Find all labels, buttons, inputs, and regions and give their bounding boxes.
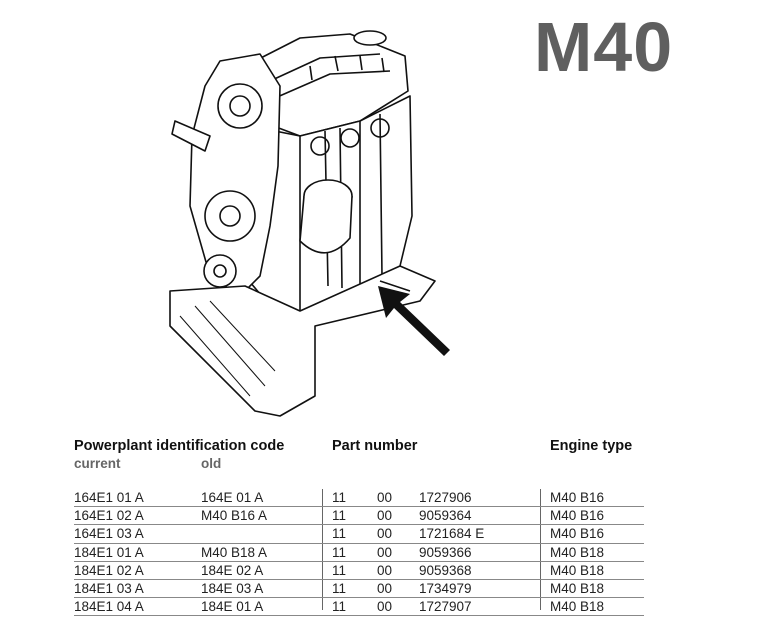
cell-part-sub: 00 — [377, 599, 393, 615]
subheader-current: current — [74, 456, 121, 471]
cell-part-sub: 00 — [377, 526, 393, 542]
cell-engine: M40 B16 — [550, 526, 605, 542]
cell-part-number: 1727906 — [419, 490, 472, 505]
cell-engine: M40 B18 — [550, 580, 605, 596]
page-title: M40 — [534, 8, 674, 86]
header-engine-type: Engine type — [550, 438, 633, 454]
cell-current: 164E1 02 A — [74, 508, 144, 524]
table-row: 184E1 02 A 184E 02 A 11 00 9059368 M40 B… — [74, 562, 644, 580]
engine-illustration — [169, 30, 436, 417]
cell-part-group: 11 — [332, 526, 347, 542]
header-powerplant: Powerplant identification code — [74, 438, 285, 454]
table-row: 164E1 02 A M40 B16 A 11 00 9059364 M40 B… — [74, 507, 644, 526]
cell-part-sub: 00 — [377, 562, 393, 578]
cell-old: 184E 01 A — [201, 599, 264, 615]
cell-part-sub: 00 — [377, 490, 393, 505]
cell-current: 184E1 04 A — [74, 599, 144, 615]
cell-old: 184E 02 A — [201, 562, 264, 578]
cell-current: 184E1 01 A — [74, 544, 144, 560]
cell-old: 184E 03 A — [201, 580, 264, 596]
cell-engine: M40 B18 — [550, 599, 605, 615]
table-row: 164E1 01 A 164E 01 A 11 00 1727906 M40 B… — [74, 489, 644, 508]
cell-part-sub: 00 — [377, 508, 393, 524]
cell-engine: M40 B16 — [550, 490, 605, 505]
cell-old: M40 B18 A — [201, 544, 268, 560]
cell-part-number: 1727907 — [419, 599, 472, 615]
subheader-old: old — [201, 456, 222, 471]
cell-current: 184E1 02 A — [74, 562, 144, 578]
cell-part-number: 1721684 E — [419, 526, 485, 542]
cell-part-group: 11 — [332, 544, 347, 560]
cell-part-sub: 00 — [377, 580, 393, 596]
table-row: 184E1 04 A 184E 01 A 11 00 1727907 M40 B… — [74, 598, 644, 617]
table-row: 164E1 03 A 11 00 1721684 E M40 B16 — [74, 525, 644, 544]
cell-old: M40 B16 A — [201, 508, 268, 524]
cell-current: 184E1 03 A — [74, 580, 144, 596]
cell-part-group: 11 — [332, 508, 347, 524]
cell-part-group: 11 — [332, 599, 347, 615]
arrow-icon — [378, 286, 450, 356]
identification-table: 164E1 01 A 164E 01 A 11 00 1727906 M40 B… — [74, 489, 644, 617]
cell-part-group: 11 — [332, 562, 347, 578]
cell-part-number: 1734979 — [419, 580, 472, 596]
header-part-number: Part number — [332, 438, 418, 454]
cell-current: 164E1 01 A — [74, 490, 144, 505]
cell-engine: M40 B16 — [550, 508, 605, 524]
column-divider-part — [322, 489, 323, 610]
cell-part-group: 11 — [332, 580, 347, 596]
cell-part-number: 9059366 — [419, 544, 472, 560]
table-row: 184E1 01 A M40 B18 A 11 00 9059366 M40 B… — [74, 544, 644, 562]
cell-engine: M40 B18 — [550, 562, 605, 578]
cell-part-group: 11 — [332, 490, 347, 505]
cell-part-sub: 00 — [377, 544, 393, 560]
table-row: 184E1 03 A 184E 03 A 11 00 1734979 M40 B… — [74, 580, 644, 599]
cell-current: 164E1 03 A — [74, 526, 144, 542]
cell-part-number: 9059368 — [419, 562, 472, 578]
cell-engine: M40 B18 — [550, 544, 605, 560]
column-divider-engine — [540, 489, 541, 610]
cell-part-number: 9059364 — [419, 508, 472, 524]
cell-old: 164E 01 A — [201, 490, 264, 505]
